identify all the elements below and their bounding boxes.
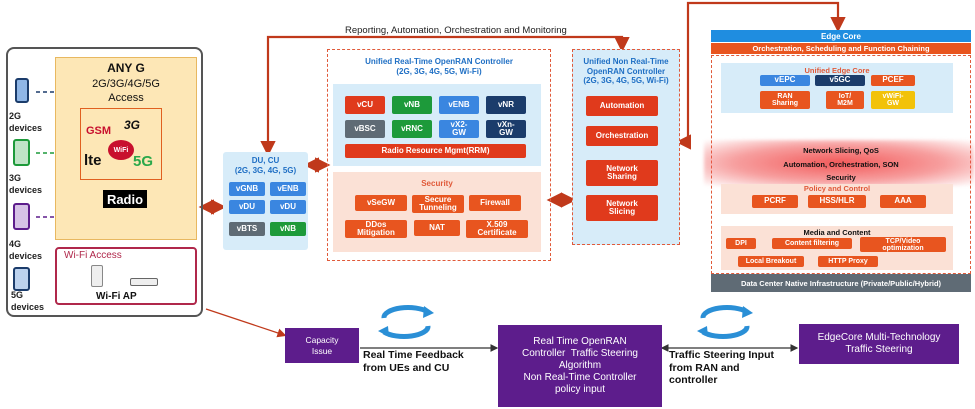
rt-controller-title: Unified Real-Time OpenRAN Controller (2G… <box>365 57 513 76</box>
wifi-box <box>55 247 197 305</box>
osfc-bar: Orchestration, Scheduling and Function C… <box>711 43 971 54</box>
slicing-line: Network Slicing, QoS <box>803 146 879 155</box>
rt-controller-box <box>327 49 551 261</box>
nrt-controller-title: Unified Non Real-Time OpenRAN Controller… <box>583 57 669 86</box>
phone-icon-wifi <box>91 265 103 287</box>
rt-cell: vRNC <box>392 120 432 138</box>
cycle-icon <box>381 305 431 339</box>
capacity-issue-box: Capacity Issue <box>285 328 359 363</box>
edgecore-arrow <box>675 1 846 150</box>
policy-cell: AAA <box>880 195 926 208</box>
security-line: Security <box>826 173 856 182</box>
edge-cell: PCEF <box>871 75 915 86</box>
device-label-2g: 2G devices <box>9 111 43 134</box>
rt-cell: vENB <box>439 96 479 114</box>
rt-cell: vNR <box>486 96 526 114</box>
rt-cell: vX2- GW <box>439 120 479 138</box>
security-cell: vSeGW <box>355 195 407 211</box>
media-title: Media and Content <box>803 228 871 237</box>
device-label-3g: 3G devices <box>9 173 43 196</box>
security-cell: Firewall <box>469 195 521 211</box>
phone-icon-2g <box>15 78 29 103</box>
media-cell: TCP/Video optimization <box>860 237 946 252</box>
phone-icon-5g <box>13 267 30 291</box>
any-g-title: ANY G <box>107 61 145 75</box>
phone-icon-3g <box>13 139 30 166</box>
3g-logo: 3G <box>124 118 141 132</box>
edge-cell: vEPC <box>760 75 810 86</box>
any-g-subtitle: 2G/3G/4G/5G Access <box>92 78 160 105</box>
device-panel <box>6 47 203 317</box>
blur-band <box>704 140 974 186</box>
wifi-ap-label: Wi-Fi AP <box>96 291 137 302</box>
security-cell: NAT <box>414 220 460 236</box>
steering-input-label: Traffic Steering Input from RAN and cont… <box>669 349 775 387</box>
nrt-item: Network Slicing <box>586 195 658 221</box>
edge-cell: RAN Sharing <box>760 91 810 109</box>
rt-cell: vXn- GW <box>486 120 526 138</box>
media-cell: DPI <box>726 238 756 249</box>
policy-title: Policy and Control <box>803 184 871 193</box>
unified-edge-title: Unified Edge Core <box>804 66 870 75</box>
edgecore-steering-box: EdgeCore Multi-Technology Traffic Steeri… <box>799 324 959 364</box>
phone-icon-4g <box>13 203 30 230</box>
nrt-item: Orchestration <box>586 126 658 146</box>
cycle-icon-2 <box>700 305 750 339</box>
security-cell: DDos Mitigation <box>345 220 407 238</box>
router-icon <box>130 278 158 286</box>
dc-bar: Data Center Native Infrastructure (Priva… <box>711 274 971 292</box>
du-cell: vNB <box>270 222 306 236</box>
policy-cell: PCRF <box>752 195 798 208</box>
rt-cell: vNB <box>392 96 432 114</box>
du-cell: vDU <box>229 200 265 214</box>
5g-logo: 5G <box>133 153 154 170</box>
feedback-label: Real Time Feedback from UEs and CU <box>363 349 464 374</box>
device-label-5g: 5G devices <box>11 290 45 313</box>
du-cu-title: DU, CU (2G, 3G, 4G, 5G) <box>234 156 297 175</box>
wifi-logo: WiFi <box>108 140 134 160</box>
radio-label: Radio <box>103 190 147 208</box>
rt-cell: vCU <box>345 96 385 114</box>
security-cell: Secure Tunneling <box>412 195 464 213</box>
du-cell: vBTS <box>229 222 265 236</box>
media-cell: HTTP Proxy <box>818 256 878 267</box>
nrt-item: Network Sharing <box>586 160 658 186</box>
steering-algorithm-box: Real Time OpenRAN Controller Traffic Ste… <box>498 325 662 407</box>
media-cell: Local Breakout <box>738 256 804 267</box>
security-title: Security <box>421 179 453 188</box>
reporting-arrow <box>260 35 630 157</box>
nrt-item: Automation <box>586 96 658 116</box>
du-cell: vENB <box>270 182 306 196</box>
policy-cell: HSS/HLR <box>808 195 866 208</box>
edge-core-header: Edge Core <box>711 30 971 42</box>
gsm-logo: GSM <box>86 125 112 137</box>
media-cell: Content filtering <box>772 238 852 249</box>
top-arrow-label: Reporting, Automation, Orchestration and… <box>345 25 567 36</box>
rrm-bar: Radio Resource Mgmt(RRM) <box>345 144 526 158</box>
du-cell: vDU <box>270 200 306 214</box>
rt-cell: vBSC <box>345 120 385 138</box>
device-label-4g: 4G devices <box>9 239 43 262</box>
wifi-title: Wi-Fi Access <box>64 250 122 261</box>
security-cell: X.509 Certificate <box>466 220 528 238</box>
edge-cell: v5GC <box>815 75 865 86</box>
du-cell: vGNB <box>229 182 265 196</box>
edge-cell: vWiFi- GW <box>871 91 915 109</box>
edge-cell: IoT/ M2M <box>826 91 864 109</box>
automation-line: Automation, Orchestration, SON <box>783 160 899 169</box>
lte-logo: lte <box>84 152 102 169</box>
capacity-arrow <box>205 308 287 338</box>
